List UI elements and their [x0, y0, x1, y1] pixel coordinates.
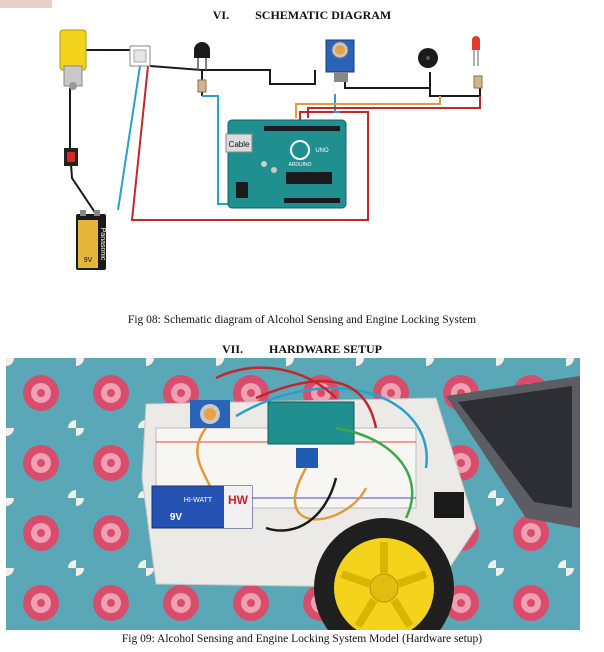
section-number: VI.: [212, 8, 230, 22]
alcohol-sensor-icon: [325, 39, 355, 82]
wire-relay-transistor: [149, 65, 203, 96]
figure-caption: Fig 09: Alcohol Sensing and Engine Locki…: [121, 633, 483, 645]
section-heading-hardware: VII. HARDWARE SETUP: [0, 342, 604, 357]
wheel-icon: [314, 518, 454, 630]
cable-label: Cable: [229, 140, 250, 149]
figure-caption: Fig 08: Schematic diagram of Alcohol Sen…: [127, 314, 477, 326]
wire-buzzer-led: [429, 72, 481, 97]
buzzer-icon: [418, 48, 438, 68]
battery-text-label: HI-WATT: [184, 497, 213, 504]
board-model-label: UNO: [315, 148, 329, 154]
board-label: ARDUINO: [288, 162, 311, 168]
switch-icon: [434, 492, 464, 518]
section-title: SCHEMATIC DIAGRAM: [255, 8, 392, 22]
hardware-setup-photo: HW HI-WATT 9V: [6, 358, 580, 630]
arduino-board-icon: [267, 401, 355, 445]
wire-led-signal: [307, 96, 481, 118]
laptop-icon: [446, 376, 580, 528]
section-title: HARDWARE SETUP: [269, 342, 383, 356]
section-heading-schematic: VI. SCHEMATIC DIAGRAM: [0, 8, 604, 23]
battery-brand-label: Panasonic: [99, 228, 106, 261]
wire-relay-battery: [117, 65, 141, 211]
wire-sensor-buzzer: [344, 70, 430, 89]
battery-voltage-label: 9V: [84, 257, 93, 264]
wire-buzzer-signal: [295, 96, 441, 118]
led-icon: [472, 36, 483, 89]
relay-icon: [129, 45, 151, 67]
switch-icon: [64, 148, 78, 166]
dc-motor-icon: [59, 29, 87, 90]
section-number: VII.: [221, 342, 243, 356]
wire-sensor-signal: [334, 94, 340, 113]
transistor-icon: [194, 42, 210, 93]
schematic-diagram-figure: Panasonic 9V Cable: [59, 29, 483, 270]
relay-icon: [296, 448, 318, 468]
battery-brand-label: HW: [228, 493, 249, 507]
battery-voltage-label: 9V: [170, 512, 183, 523]
jumper-wires: [196, 366, 428, 532]
wire-transistor-sensor-gnd: [202, 69, 316, 85]
corner-logo: [0, 0, 52, 8]
alcohol-sensor-icon: [190, 400, 230, 428]
battery-icon: Panasonic 9V: [76, 210, 106, 270]
battery-icon: HW HI-WATT 9V: [151, 485, 253, 529]
arduino-board-icon: Cable ARDUINO UNO: [225, 119, 347, 209]
wire-vcc: [130, 65, 369, 221]
